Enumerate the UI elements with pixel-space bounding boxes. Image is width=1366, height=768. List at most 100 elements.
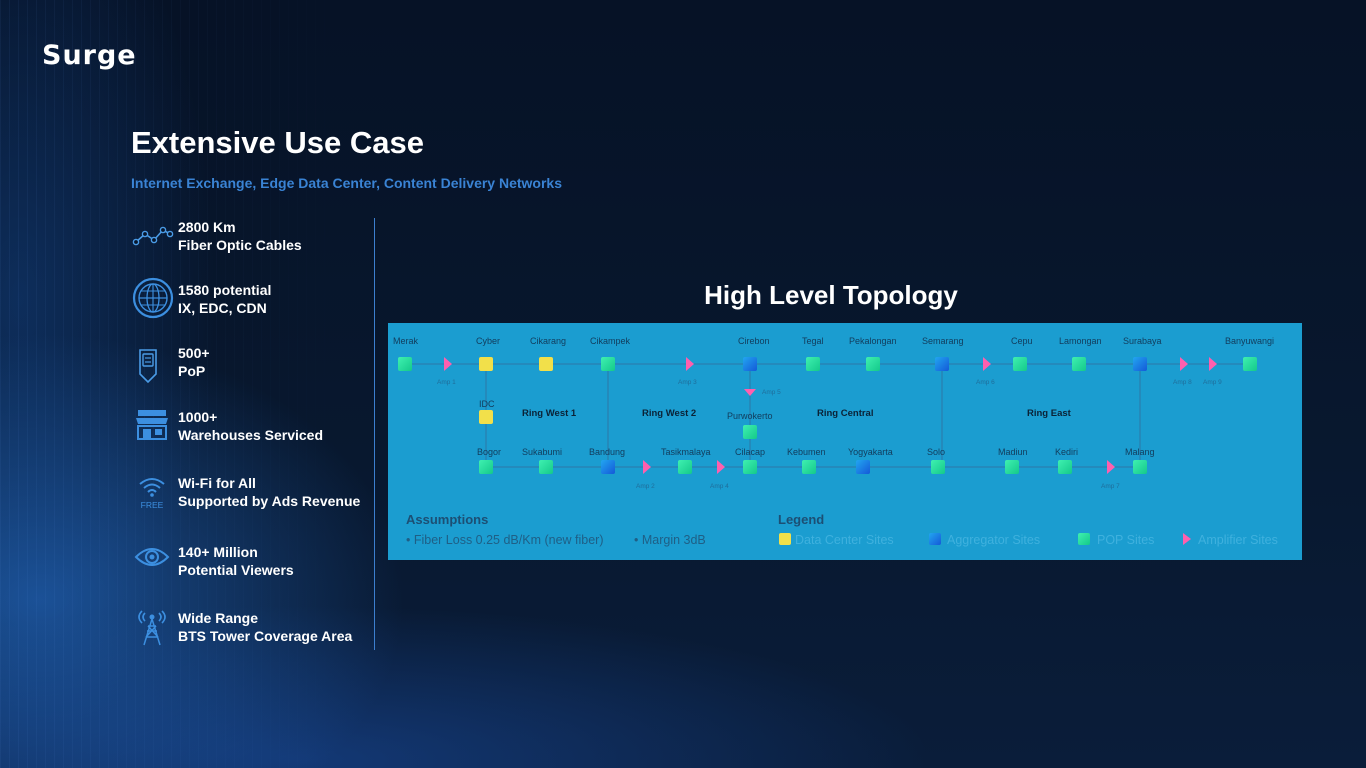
- assumptions-heading: Assumptions: [406, 512, 488, 527]
- page-subtitle: Internet Exchange, Edge Data Center, Con…: [131, 175, 563, 191]
- feature-warehouses: 1000+Warehouses Serviced: [132, 408, 372, 452]
- label-banyuwangi: Banyuwangi: [1225, 336, 1274, 346]
- label-surabaya: Surabaya: [1123, 336, 1162, 346]
- node-bandung: [601, 460, 615, 474]
- node-kediri: [1058, 460, 1072, 474]
- node-malang: [1133, 460, 1147, 474]
- label-tegal: Tegal: [802, 336, 824, 346]
- label-amp7: Amp 7: [1101, 483, 1120, 490]
- label-yogyakarta: Yogyakarta: [848, 447, 893, 457]
- label-tasikmalaya: Tasikmalaya: [661, 447, 711, 457]
- node-purwokerto: [743, 425, 757, 439]
- network-line-icon: [132, 226, 174, 246]
- feature-label: IX, EDC, CDN: [178, 300, 267, 316]
- feature-fiber-cables: 2800 Km Fiber Optic Cables: [132, 218, 372, 262]
- vertical-divider: [374, 218, 375, 650]
- free-label: FREE: [141, 500, 164, 510]
- label-semarang: Semarang: [922, 336, 964, 346]
- node-bogor: [479, 460, 493, 474]
- label-cikampek: Cikampek: [590, 336, 631, 346]
- node-banyuwangi: [1243, 357, 1257, 371]
- node-cirebon: [743, 357, 757, 371]
- feature-value: 140+ Million: [178, 544, 258, 560]
- label-sukabumi: Sukabumi: [522, 447, 562, 457]
- label-amp6: Amp 6: [976, 379, 995, 386]
- legend-heading: Legend: [778, 512, 824, 527]
- amp-2-marker: [643, 460, 651, 474]
- node-tegal: [806, 357, 820, 371]
- label-bogor: Bogor: [477, 447, 501, 457]
- node-merak: [398, 357, 412, 371]
- label-amp5: Amp 5: [762, 389, 781, 396]
- label-pekalongan: Pekalongan: [849, 336, 897, 346]
- label-idc: IDC: [479, 399, 495, 409]
- label-ring-west-2: Ring West 2: [642, 408, 696, 419]
- globe-icon: [132, 277, 174, 319]
- node-cikarang: [539, 357, 553, 371]
- topology-title: High Level Topology: [704, 280, 958, 310]
- label-cepu: Cepu: [1011, 336, 1033, 346]
- legend-data-center-swatch: [779, 533, 791, 545]
- eye-icon: [134, 548, 170, 566]
- label-cilacap: Cilacap: [735, 447, 765, 457]
- node-cilacap: [743, 460, 757, 474]
- amp-4-marker: [717, 460, 725, 474]
- label-amp8: Amp 8: [1173, 379, 1192, 386]
- node-semarang: [935, 357, 949, 371]
- label-purwokerto: Purwokerto: [727, 411, 773, 421]
- assumption-fiber-loss: • Fiber Loss 0.25 dB/Km (new fiber): [406, 533, 604, 547]
- label-merak: Merak: [393, 336, 419, 346]
- feature-value: Wi-Fi for All: [178, 475, 256, 491]
- assumption-margin: • Margin 3dB: [634, 533, 706, 547]
- node-madiun: [1005, 460, 1019, 474]
- amp-3-marker: [686, 357, 694, 371]
- node-lamongan: [1072, 357, 1086, 371]
- amp-8-marker: [1180, 357, 1188, 371]
- feature-label: BTS Tower Coverage Area: [178, 628, 353, 644]
- node-surabaya: [1133, 357, 1147, 371]
- node-pekalongan: [866, 357, 880, 371]
- feature-value: 2800 Km: [178, 219, 236, 235]
- label-madiun: Madiun: [998, 447, 1028, 457]
- amplifier-markers: [444, 357, 1217, 474]
- warehouse-icon: [136, 410, 168, 440]
- label-ring-east: Ring East: [1027, 408, 1072, 419]
- feature-pop: 500+PoP: [132, 344, 372, 388]
- background-light-streaks: [0, 0, 360, 768]
- node-solo: [931, 460, 945, 474]
- feature-label: Fiber Optic Cables: [178, 237, 302, 253]
- label-amp4: Amp 4: [710, 483, 729, 490]
- node-sukabumi: [539, 460, 553, 474]
- feature-label: Supported by Ads Revenue: [178, 493, 361, 509]
- legend-amplifier-swatch: [1183, 533, 1191, 545]
- page-title: Extensive Use Case: [131, 125, 424, 160]
- label-cyber: Cyber: [476, 336, 500, 346]
- label-kediri: Kediri: [1055, 447, 1078, 457]
- surge-logo: Surge: [42, 40, 137, 71]
- label-amp2: Amp 2: [636, 483, 655, 490]
- amp-9-marker: [1209, 357, 1217, 371]
- label-amp9: Amp 9: [1203, 379, 1222, 386]
- label-ring-central: Ring Central: [817, 408, 873, 419]
- label-amp1: Amp 1: [437, 379, 456, 386]
- feature-label: PoP: [178, 363, 206, 379]
- label-cirebon: Cirebon: [738, 336, 770, 346]
- feature-text: 2800 Km Fiber Optic Cables: [178, 218, 302, 254]
- feature-text: 1000+Warehouses Serviced: [178, 408, 323, 444]
- feature-value: 1000+: [178, 409, 218, 425]
- amp-5-marker: [744, 389, 756, 396]
- label-solo: Solo: [927, 447, 945, 457]
- node-cyber: [479, 357, 493, 371]
- legend-aggregator: Aggregator Sites: [947, 533, 1040, 547]
- legend-pop: POP Sites: [1097, 533, 1154, 547]
- amp-6-marker: [983, 357, 991, 371]
- amp-1-marker: [444, 357, 452, 371]
- legend-data-center: Data Center Sites: [795, 533, 894, 547]
- wifi-free-icon: FREE: [139, 478, 165, 510]
- label-bandung: Bandung: [589, 447, 625, 457]
- label-amp3: Amp 3: [678, 379, 697, 386]
